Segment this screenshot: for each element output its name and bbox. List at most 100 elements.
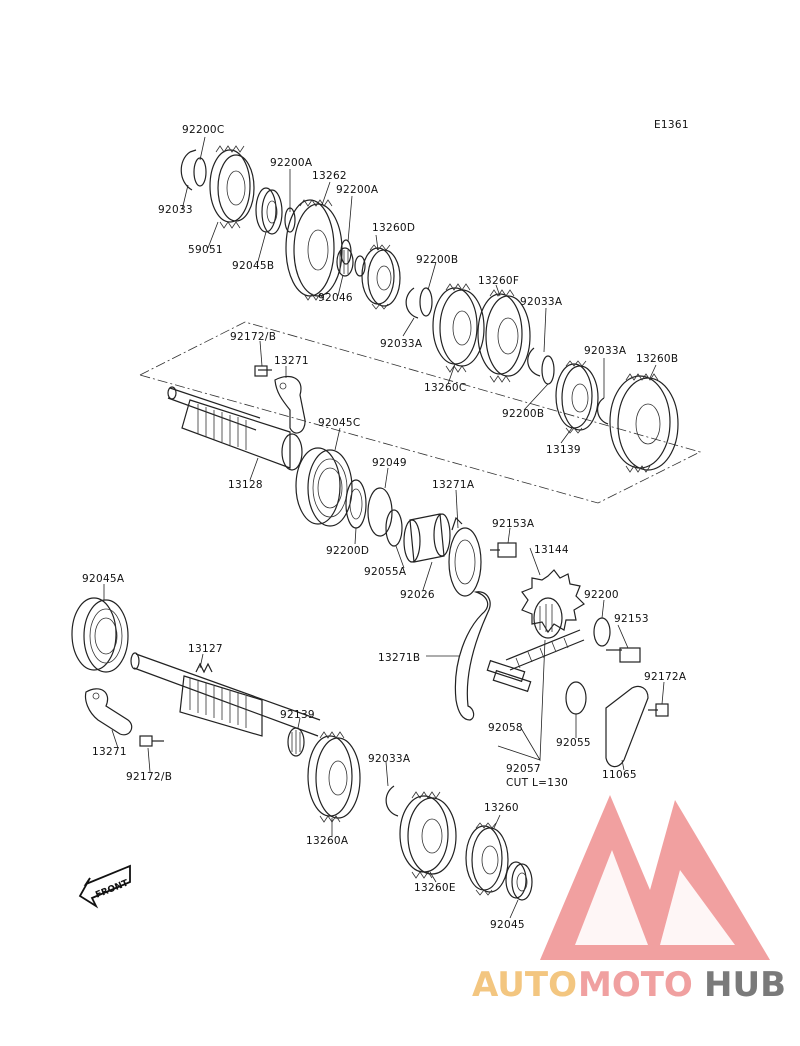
part-labels: E1361 92200C 92033 59051 92200A 13262 92… <box>82 119 689 931</box>
label-92045: 92045 <box>490 919 525 931</box>
watermark-moto: MOTO <box>578 965 693 1005</box>
shaft-13127 <box>130 652 321 737</box>
label-92045a: 92045A <box>82 573 125 585</box>
gear-13262 <box>285 199 343 301</box>
label-92200a-2: 92200A <box>336 184 379 196</box>
label-92033: 92033 <box>158 204 193 216</box>
label-92058: 92058 <box>488 722 523 734</box>
label-92055a: 92055A <box>364 566 407 578</box>
label-92033a-4: 92033A <box>368 753 411 765</box>
needle-bearing-92139 <box>287 727 305 757</box>
label-13139: 13139 <box>546 444 581 456</box>
collar-92026 <box>403 513 451 563</box>
label-92033a-2: 92033A <box>380 338 423 350</box>
circlip-92033 <box>180 149 197 191</box>
label-92200c: 92200C <box>182 124 225 136</box>
label-13271-1: 13271 <box>274 355 309 367</box>
bearing-92045 <box>505 861 533 901</box>
gear-13260f <box>477 289 531 383</box>
label-92200d: 92200D <box>326 545 369 557</box>
gear-13139 <box>555 360 599 434</box>
label-92172b-2: 92172/B <box>126 771 172 783</box>
label-92139: 92139 <box>280 709 315 721</box>
label-13260c: 13260C <box>424 382 467 394</box>
label-13260f: 13260F <box>478 275 519 287</box>
washer-small <box>354 255 366 277</box>
label-13262: 13262 <box>312 170 347 182</box>
gear-13260b <box>609 373 679 473</box>
plate-13271-1 <box>274 375 306 434</box>
label-13260e: 13260E <box>414 882 456 894</box>
label-13127: 13127 <box>188 643 223 655</box>
washer-92200c <box>193 157 207 187</box>
gear-13260e <box>399 791 457 879</box>
label-92049: 92049 <box>372 457 407 469</box>
label-13260d: 13260D <box>372 222 415 234</box>
leader-lines <box>103 136 665 919</box>
shaft-13128 <box>167 386 303 471</box>
label-13271b: 13271B <box>378 652 420 664</box>
link-92058 <box>486 659 532 693</box>
label-92172a: 92172A <box>644 671 687 683</box>
watermark-text: AUTO MOTO HUB <box>472 965 786 1005</box>
watermark-logo <box>540 795 770 960</box>
plate-13271a <box>448 516 482 597</box>
bolt-92172a <box>648 703 669 717</box>
gear-13260c <box>432 283 485 373</box>
bearing-92045c <box>295 447 353 527</box>
label-92057: 92057 <box>506 763 541 775</box>
cover-11065 <box>605 685 649 768</box>
label-92033a-3: 92033A <box>584 345 627 357</box>
gear-13260d <box>361 244 401 310</box>
guide-13271b <box>454 591 491 721</box>
gear-13260 <box>465 822 509 896</box>
label-13128: 13128 <box>228 479 263 491</box>
subassembly-frame <box>139 321 702 504</box>
label-92172b-1: 92172/B <box>230 331 276 343</box>
oring-92049 <box>367 487 393 537</box>
circlip-92033a-1 <box>405 287 419 319</box>
bearing-92045b <box>255 187 283 235</box>
circlip-92033a-4 <box>385 785 399 817</box>
label-92200b-2: 92200B <box>502 408 544 420</box>
label-92045c: 92045C <box>318 417 361 429</box>
oring-92055 <box>565 681 587 715</box>
sprocket-13144 <box>521 569 585 639</box>
label-13271a: 13271A <box>432 479 475 491</box>
label-11065: 11065 <box>602 769 637 781</box>
watermark-auto: AUTO <box>472 965 577 1005</box>
watermark-hub: HUB <box>704 965 786 1005</box>
oring-92055a <box>385 509 403 547</box>
label-92200a-1: 92200A <box>270 157 313 169</box>
label-59051: 59051 <box>188 244 223 256</box>
label-92026: 92026 <box>400 589 435 601</box>
label-92200: 92200 <box>584 589 619 601</box>
plate-13271-2 <box>84 688 133 736</box>
bolt-92153 <box>606 647 641 663</box>
label-92046: 92046 <box>318 292 353 304</box>
label-13260: 13260 <box>484 802 519 814</box>
bolt-92153a <box>490 542 517 558</box>
chain-segment <box>505 629 585 671</box>
label-92153a: 92153A <box>492 518 535 530</box>
label-92055: 92055 <box>556 737 591 749</box>
front-arrow-icon: FRONT <box>78 864 131 909</box>
diagram-code: E1361 <box>654 119 689 131</box>
front-arrow-text: FRONT <box>94 878 130 900</box>
label-13271-2: 13271 <box>92 746 127 758</box>
washer-92200b-1 <box>419 287 433 317</box>
washer-92200 <box>593 617 611 647</box>
label-13260b: 13260B <box>636 353 678 365</box>
bolt-92172b-2 <box>139 735 164 747</box>
bolt-92172b-1 <box>254 365 272 377</box>
label-13260a: 13260A <box>306 835 349 847</box>
needle-bearing-92046 <box>336 247 354 277</box>
label-13144: 13144 <box>534 544 569 556</box>
washer-92200d <box>345 479 367 529</box>
circlip-92033a-3 <box>597 397 609 425</box>
washer-92200b-2 <box>541 355 555 385</box>
circlip-92033a-2 <box>527 347 541 377</box>
gear-59051 <box>209 145 255 229</box>
cut-note: CUT L=130 <box>506 777 568 789</box>
